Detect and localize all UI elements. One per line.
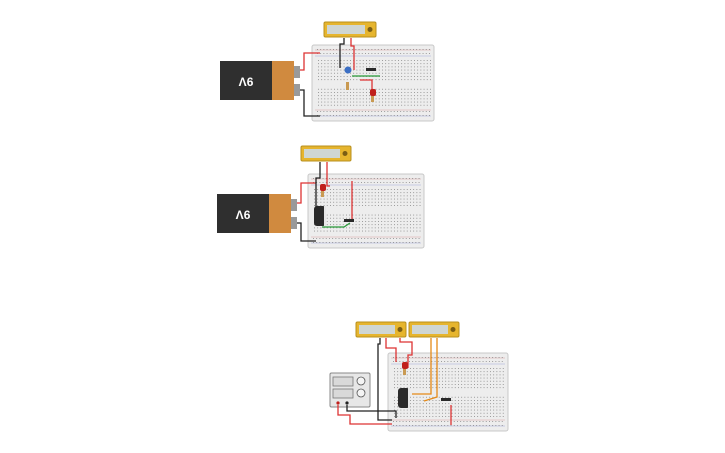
capacitor[interactable] [398, 388, 410, 408]
led[interactable] [370, 89, 376, 102]
breadboard[interactable] [387, 352, 509, 432]
resistor[interactable] [344, 219, 354, 222]
capacitor[interactable] [314, 206, 326, 226]
breadboard-holes [393, 357, 504, 426]
resistor[interactable] [441, 398, 451, 401]
wires [337, 338, 452, 425]
battery-9v[interactable]: 9V [220, 61, 300, 100]
led[interactable] [320, 184, 326, 197]
breadboard-holes [313, 178, 421, 243]
transistor[interactable] [344, 66, 352, 74]
power-supply[interactable] [329, 372, 371, 408]
breadboard-holes [317, 49, 431, 116]
circuit-1: 9V [220, 21, 435, 122]
circuit-3 [329, 321, 509, 432]
led[interactable] [402, 362, 408, 375]
battery-9v[interactable]: 9V [217, 194, 297, 233]
battery-label: 9V [236, 207, 251, 221]
resistor[interactable] [346, 68, 376, 90]
wires [300, 38, 380, 117]
multimeter-1[interactable] [355, 321, 407, 338]
multimeter-2[interactable] [408, 321, 460, 338]
multimeter[interactable] [300, 145, 352, 162]
breadboard[interactable] [311, 44, 435, 122]
breadboard[interactable] [307, 173, 425, 249]
wires [297, 162, 353, 242]
battery-label: 9V [239, 74, 254, 88]
multimeter[interactable] [323, 21, 377, 38]
circuit-2: 9V [217, 145, 425, 249]
